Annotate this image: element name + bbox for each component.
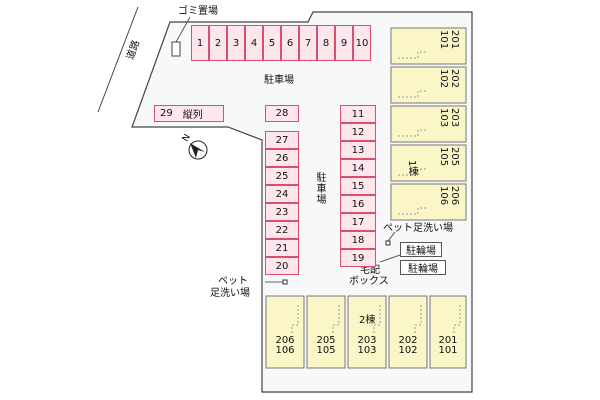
pet-wash-left-label-1: ペット <box>218 276 248 287</box>
parking-slot: 26 <box>265 149 299 167</box>
building-1-label: 1棟 <box>406 160 417 177</box>
parking-slot: 11 <box>340 105 376 123</box>
bike-parking-2: 駐輪場 <box>400 260 446 275</box>
delivery-label-1: 宅配 <box>360 265 380 276</box>
trash-area <box>171 41 181 57</box>
parking-slot: 24 <box>265 185 299 203</box>
pet-wash-right-label: ペット足洗い場 <box>383 223 453 234</box>
parking-slot: 6 <box>281 25 299 61</box>
building-2-label: 2棟 <box>359 315 376 326</box>
parking-slot: 22 <box>265 221 299 239</box>
parking-slot: 9 <box>335 25 353 61</box>
road-line <box>97 6 139 113</box>
pet-wash-right-marker <box>385 240 391 246</box>
trash-label: ゴミ置場 <box>178 6 218 17</box>
parking-slot: 12 <box>340 123 376 141</box>
parking-slot-29: 29 縦列 <box>154 105 224 122</box>
parking-slot: 4 <box>245 25 263 61</box>
parking-slot: 18 <box>340 231 376 249</box>
pet-wash-left-marker <box>282 279 288 285</box>
parking-slot: 16 <box>340 195 376 213</box>
building-2 <box>265 295 467 369</box>
building-1 <box>390 27 467 221</box>
delivery-label-2: ボックス <box>349 276 389 287</box>
parking-slot: 15 <box>340 177 376 195</box>
parking-slot: 2 <box>209 25 227 61</box>
north-arrow-icon <box>188 140 208 160</box>
bike-parking-1: 駐輪場 <box>400 242 442 257</box>
slot-number: 29 <box>160 108 173 119</box>
parking-slot: 1 <box>191 25 209 61</box>
parking-slot: 20 <box>265 257 299 275</box>
parking-slot: 25 <box>265 167 299 185</box>
parking-slot: 23 <box>265 203 299 221</box>
parking-label: 駐車場 <box>264 75 294 86</box>
parking-slot: 17 <box>340 213 376 231</box>
parking-slot: 19 <box>340 249 376 267</box>
parking-slot: 27 <box>265 131 299 149</box>
parking-slot-28: 28 <box>265 105 299 122</box>
trash-leader <box>175 16 191 43</box>
parking-slot: 3 <box>227 25 245 61</box>
parking-slot: 5 <box>263 25 281 61</box>
parking-label-vertical: 駐車場 <box>314 172 325 205</box>
parking-slot: 13 <box>340 141 376 159</box>
slot-note: 縦列 <box>182 110 203 121</box>
parking-slot: 21 <box>265 239 299 257</box>
parking-slot: 7 <box>299 25 317 61</box>
parking-slot: 14 <box>340 159 376 177</box>
parking-slot: 8 <box>317 25 335 61</box>
parking-slot: 10 <box>353 25 371 61</box>
pet-wash-left-label-2: 足洗い場 <box>210 288 250 299</box>
